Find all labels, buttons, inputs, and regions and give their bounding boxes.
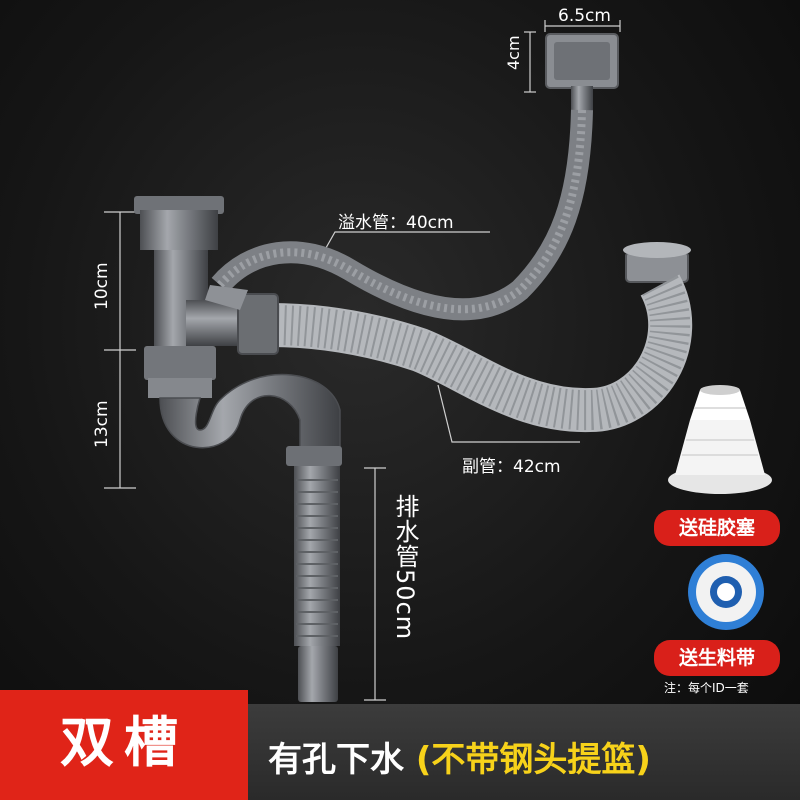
- banner-subtitle-main: 有孔下水: [268, 740, 404, 780]
- second-basin-connector: [623, 242, 691, 283]
- overflow-head-height-label: 4cm: [504, 35, 523, 70]
- banner-subtitle-note: (不带钢头提篮): [415, 740, 651, 780]
- overflow-head: [545, 33, 619, 112]
- main-drain-body: [134, 196, 342, 466]
- ptfe-tape-icon: [688, 554, 764, 630]
- drain-pipe-label: 排水管50cm: [391, 494, 419, 641]
- banner-subtitle-box: [248, 704, 800, 800]
- gift-note: 注：每个ID一套: [664, 681, 749, 695]
- upper-height-label: 10cm: [92, 262, 112, 310]
- overflow-pipe-label: 溢水管：40cm: [338, 213, 454, 233]
- banner-title: 双槽: [0, 690, 248, 800]
- drain-tail: [298, 646, 338, 702]
- ptfe-tape-badge: 送生料带: [654, 640, 780, 676]
- sub-pipe-label: 副管：42cm: [462, 457, 561, 477]
- bottom-banner: 双槽 有孔下水 (不带钢头提篮): [0, 690, 800, 800]
- drain-hose-ribs: [296, 479, 338, 637]
- banner-subtitle: 有孔下水 (不带钢头提篮): [268, 732, 651, 781]
- silicone-plug-icon: [668, 385, 772, 494]
- lower-height-label: 13cm: [92, 400, 112, 448]
- silicone-plug-badge: 送硅胶塞: [654, 510, 780, 546]
- drain-hose: [294, 466, 340, 646]
- overflow-head-width-label: 6.5cm: [558, 6, 611, 26]
